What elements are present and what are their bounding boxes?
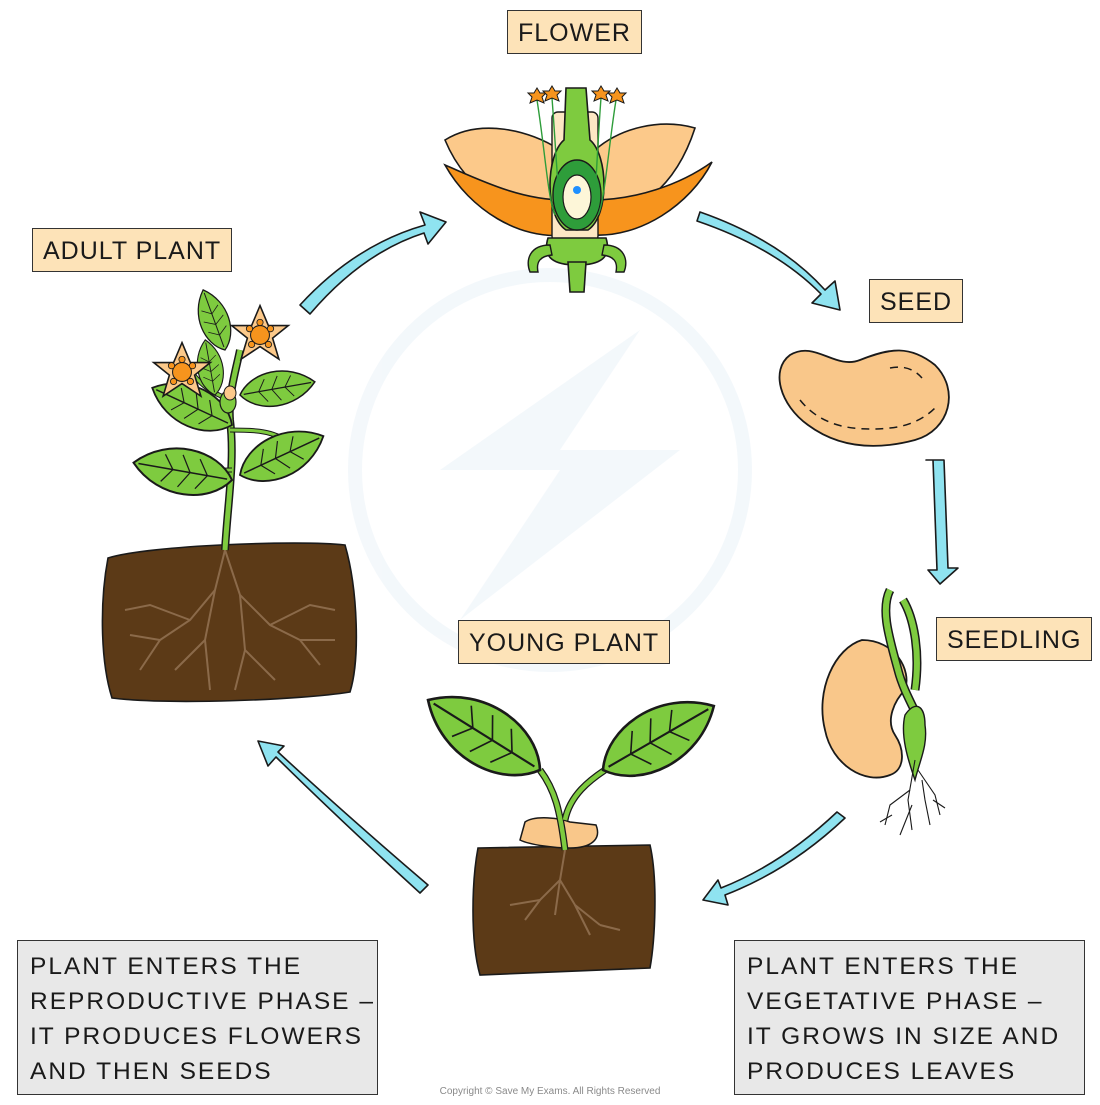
note-line: IT PRODUCES FLOWERS (30, 1023, 363, 1050)
seedling-illustration (821, 587, 946, 836)
arrow-seedling-to-young (702, 811, 846, 906)
stage-label-adult-plant: ADULT PLANT (32, 228, 233, 272)
note-line: IT GROWS IN SIZE AND (747, 1023, 1061, 1050)
arrow-flower-to-seed (696, 211, 841, 311)
note-line: REPRODUCTIVE PHASE – (30, 988, 375, 1015)
adult-plant-illustration (101, 284, 358, 703)
vegetative-phase-note: PLANT ENTERS THE VEGETATIVE PHASE – IT G… (734, 940, 1085, 1095)
stage-label-seed: SEED (869, 279, 964, 323)
young-plant-illustration (410, 673, 730, 976)
note-line: PLANT ENTERS THE (30, 953, 303, 980)
seed-illustration (778, 349, 950, 447)
watermark-logo (348, 268, 752, 672)
note-line: PRODUCES LEAVES (747, 1058, 1017, 1085)
arrow-seed-to-seedling (925, 459, 959, 585)
arrow-young-to-adult (257, 740, 429, 894)
stage-label-young-plant: YOUNG PLANT (458, 620, 671, 664)
stage-label-seedling: SEEDLING (936, 617, 1093, 661)
arrow-adult-to-flower (299, 211, 447, 315)
note-line: VEGETATIVE PHASE – (747, 988, 1044, 1015)
reproductive-phase-note: PLANT ENTERS THE REPRODUCTIVE PHASE – IT… (17, 940, 378, 1095)
copyright-text: Copyright © Save My Exams. All Rights Re… (439, 1086, 661, 1097)
stage-label-flower: FLOWER (507, 10, 642, 54)
note-line: AND THEN SEEDS (30, 1058, 273, 1085)
cycle-arrows (257, 211, 959, 906)
note-line: PLANT ENTERS THE (747, 953, 1020, 980)
flower-illustration (443, 85, 713, 293)
